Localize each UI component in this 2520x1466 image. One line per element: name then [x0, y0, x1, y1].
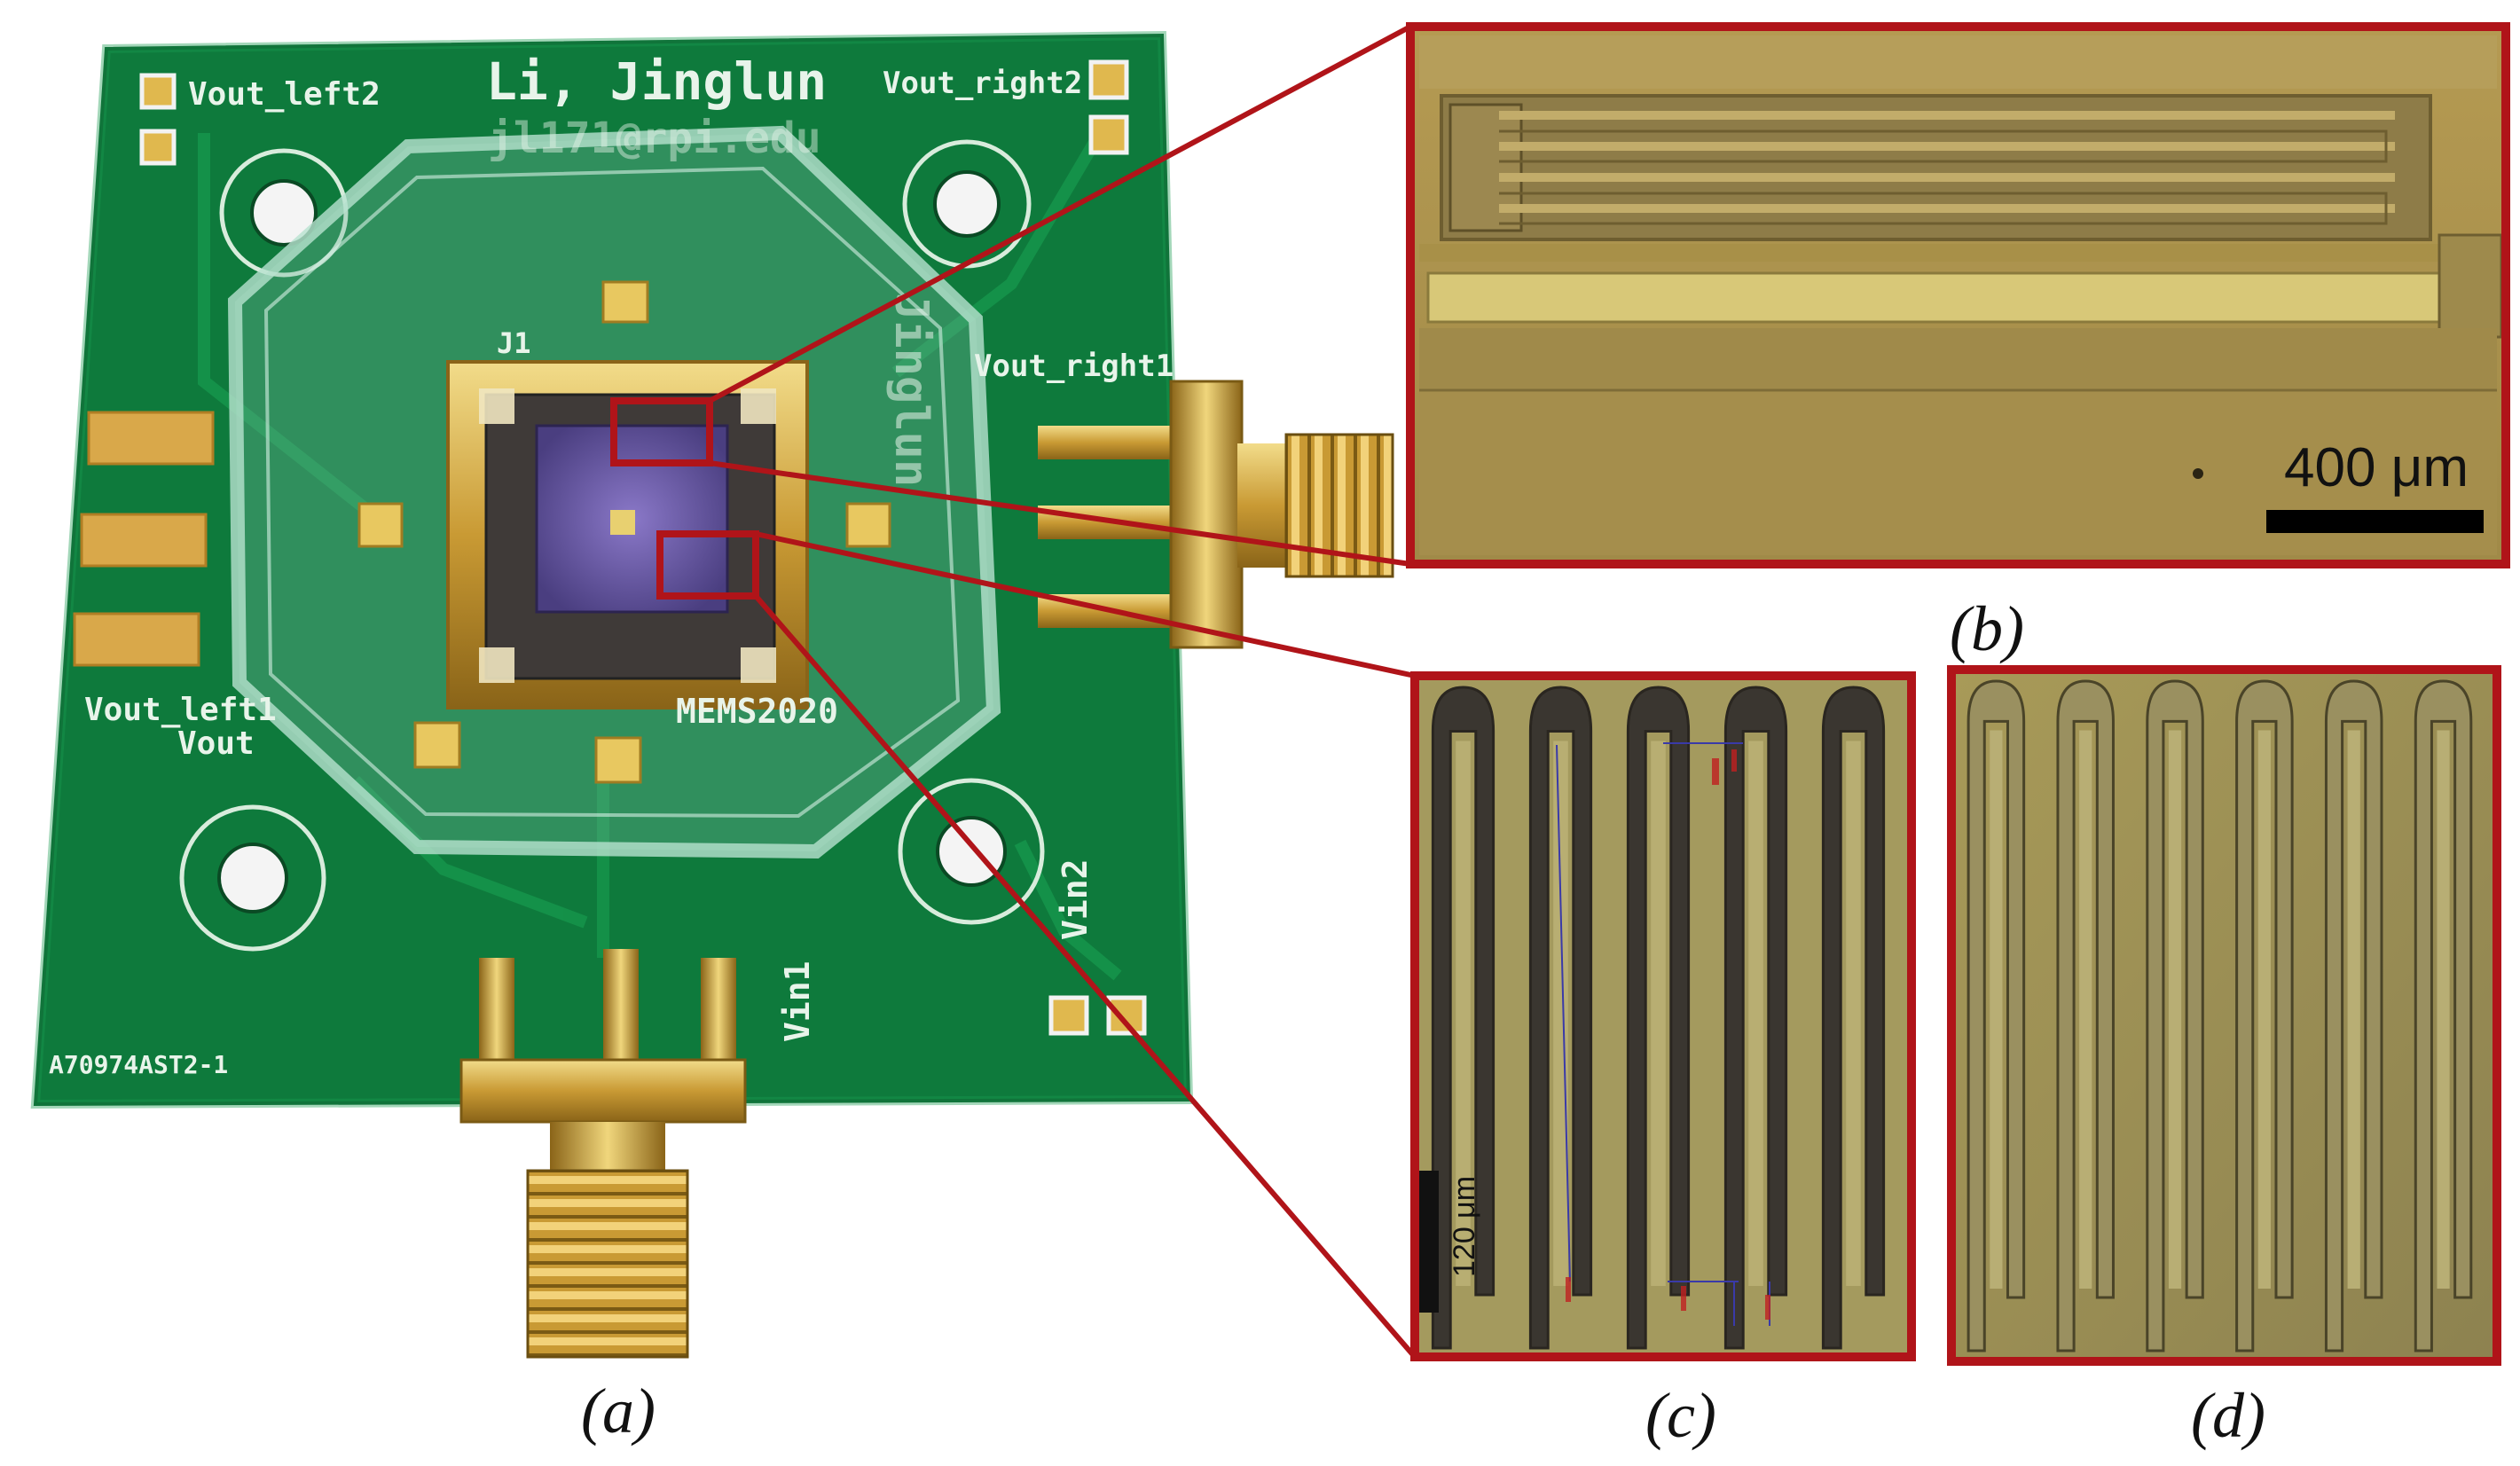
panel-a-photo: Vout_left2 Li, Jinglun jl171@rpi.edu Vou…: [30, 30, 1394, 1359]
comb-fingers-c: [1431, 686, 1886, 1350]
panel-c-scale-label: 120 μm: [1448, 1176, 1481, 1277]
label-vin2: Vin2: [1056, 858, 1095, 940]
label-board-id: A70974AST2-1: [49, 1050, 228, 1079]
finger-gap: [2347, 730, 2360, 1289]
finger-gap: [2437, 730, 2450, 1289]
label-vout-right2: Vout_right2: [883, 66, 1082, 101]
electrode-bar: [1426, 271, 2441, 324]
scale-bar: [2266, 510, 2484, 533]
finger-gap: [2079, 730, 2092, 1289]
corner-pads: [139, 59, 1147, 1036]
label-vout-right1: Vout_right1: [974, 349, 1174, 384]
sma-connector-right: [1038, 380, 1394, 649]
finger-gap: [1651, 741, 1666, 1286]
label-side-name: Jinglun: [884, 293, 938, 487]
caption-c: (c): [1645, 1380, 1716, 1451]
comb-finger: [1723, 686, 1788, 1350]
sma-connector-bottom: [459, 949, 747, 1359]
finger-gap: [2168, 730, 2182, 1289]
comb-finger: [2414, 679, 2473, 1352]
comb-fingers-d: [1967, 679, 2473, 1352]
panel-b-micrograph: [1410, 27, 2506, 564]
comb-finger: [1528, 686, 1593, 1350]
comb-finger: [2056, 679, 2115, 1352]
comb-finger: [1431, 686, 1496, 1350]
mounting-holes: [179, 139, 1045, 952]
label-vout-left1: Vout_left1: [84, 692, 277, 728]
zoom-lines: [708, 24, 1417, 1359]
panel-c-frame: [1410, 671, 1916, 1361]
edge-pads-left: [73, 411, 215, 667]
panel-d-micrograph: [1951, 670, 2497, 1361]
finger-gap: [1748, 741, 1763, 1286]
bond-pads: [357, 280, 891, 784]
finger-gap: [2257, 730, 2271, 1289]
label-name: Li, Jinglun: [486, 51, 827, 112]
label-mems2020: MEMS2020: [676, 692, 838, 731]
caption-a: (a): [581, 1376, 656, 1446]
comb-finger: [1821, 686, 1886, 1350]
zoom-boxes-on-board: [610, 397, 759, 600]
finger-gap: [1456, 741, 1471, 1286]
comb-finger: [2324, 679, 2383, 1352]
caption-b: (b): [1950, 593, 2024, 664]
comb-finger: [2235, 679, 2294, 1352]
comb-finger: [1967, 679, 2026, 1352]
panel-d-frame: [1947, 665, 2501, 1366]
caption-d: (d): [2191, 1380, 2265, 1451]
finger-gap: [1846, 741, 1861, 1286]
silkscreen-labels: Vout_left2 Li, Jinglun jl171@rpi.edu Vou…: [49, 51, 1174, 1079]
panel-c-micrograph: [1415, 676, 1912, 1357]
label-j1: J1: [497, 326, 531, 360]
finger-gap: [1990, 730, 2003, 1289]
panel-b-scale-label: 400 μm: [2284, 437, 2469, 498]
label-email: jl171@rpi.edu: [488, 114, 821, 163]
finger-gap: [1553, 741, 1568, 1286]
label-vin1: Vin1: [778, 960, 817, 1042]
comb-finger: [2146, 679, 2204, 1352]
panel-b-frame: [1406, 22, 2510, 568]
label-vout-left2: Vout_left2: [188, 76, 381, 113]
label-vout: Vout: [177, 725, 255, 762]
